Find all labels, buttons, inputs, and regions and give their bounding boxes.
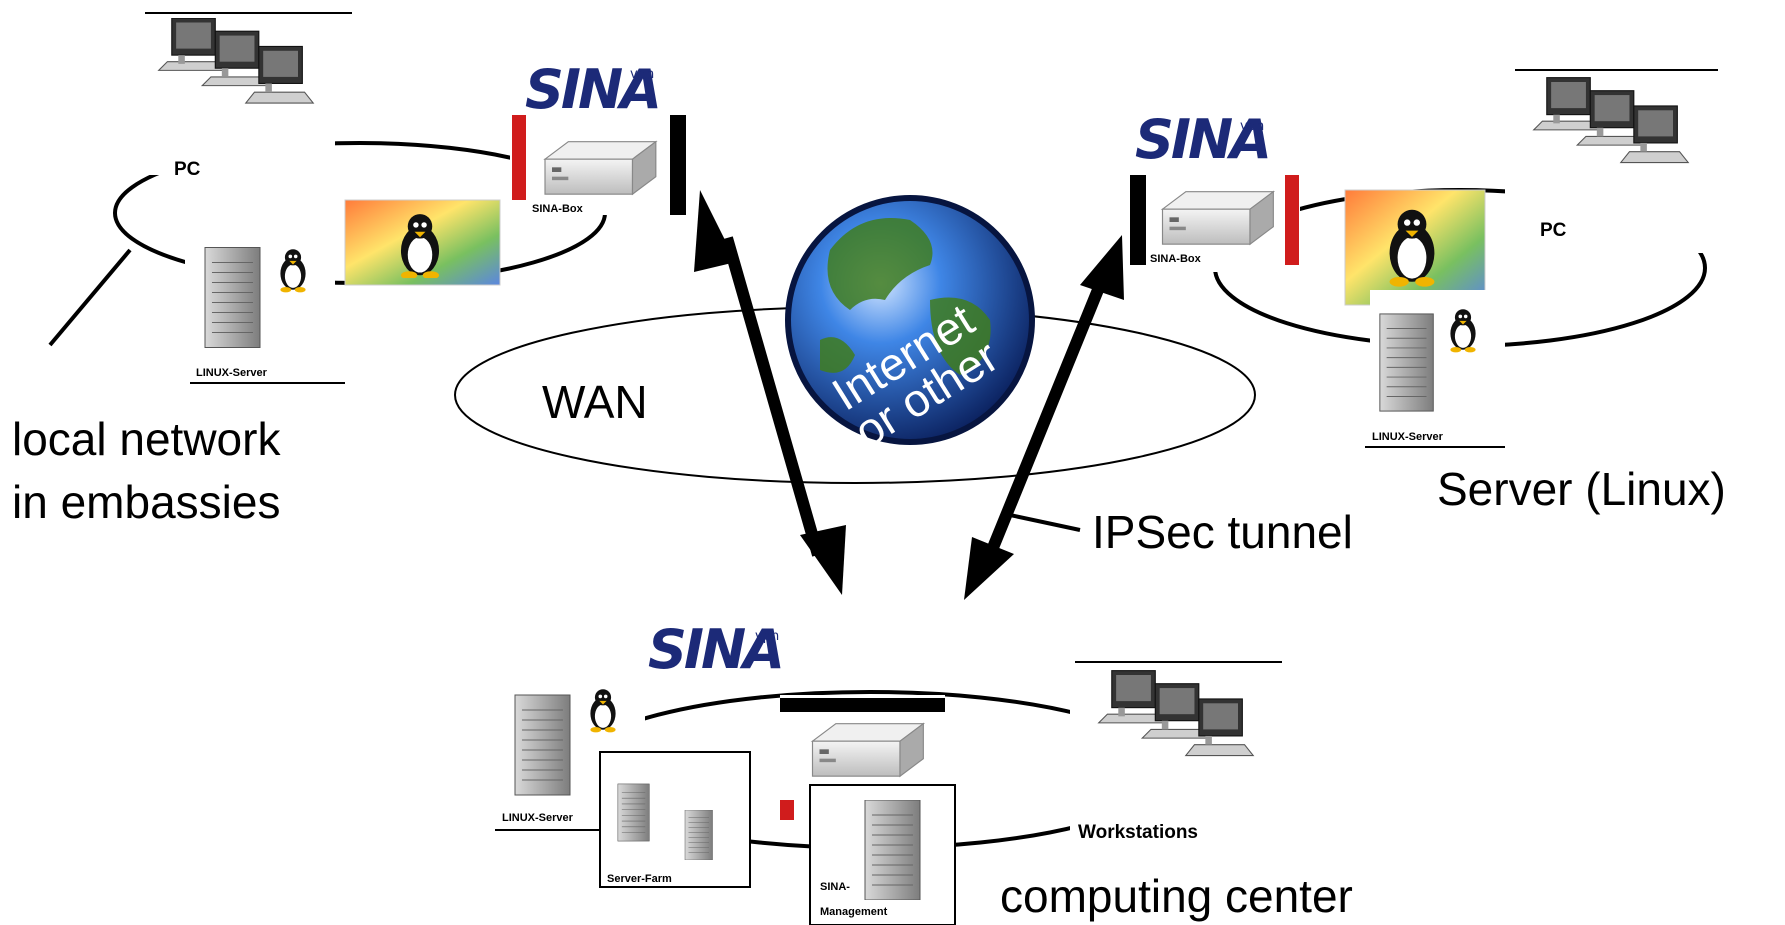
sina-management-icon <box>864 800 921 900</box>
sina-box-icon <box>544 141 657 195</box>
server-farm-label: Server-Farm <box>607 873 672 885</box>
arrowhead-right-bottom <box>964 537 1014 600</box>
sina-box-icon-bottom <box>811 723 924 777</box>
sina-vpn-label: vpn <box>630 67 654 82</box>
sina-vpn-label-bottom: vpn <box>755 629 779 644</box>
red-bar-right <box>1285 175 1299 265</box>
ipsec-label: IPSec tunnel <box>1092 506 1353 558</box>
left-embassy-network: PC LINUX-Server SINA vpn SINA-Box local … <box>12 5 686 528</box>
pc-label-right: PC <box>1540 220 1567 241</box>
server-linux-label: Server (Linux) <box>1437 463 1726 515</box>
linux-server-label-right: LINUX-Server <box>1372 431 1444 443</box>
black-bar-bottom <box>780 698 945 712</box>
red-bar-bottom <box>780 800 794 820</box>
local-network-label-2: in embassies <box>12 476 280 528</box>
wan-label: WAN <box>542 376 648 428</box>
server-tower-icon <box>204 246 261 349</box>
server-farm-icon-1 <box>617 783 650 842</box>
sina-vpn-label-right: vpn <box>1240 119 1264 134</box>
sina-management-label-1: SINA- <box>820 881 850 893</box>
pc-label: PC <box>174 159 201 180</box>
local-network-label-1: local network <box>12 413 281 465</box>
computing-center: SINA vpn LINUX-Server Server-Farm SINA- … <box>495 618 1353 925</box>
workstations-label: Workstations <box>1078 822 1198 843</box>
ipsec-tunnels: IPSec tunnel <box>694 190 1353 600</box>
black-bar-right <box>1130 175 1146 265</box>
pc-cover <box>125 5 335 175</box>
server-tower-icon-right <box>1379 313 1434 412</box>
tunnel-left-arrow <box>721 236 824 557</box>
left-lan-pointer <box>48 248 132 347</box>
computing-center-label: computing center <box>1000 870 1353 922</box>
sina-box-label: SINA-Box <box>532 203 584 215</box>
server-farm-icon-2 <box>684 810 713 860</box>
arrowhead-left-top <box>694 190 736 272</box>
right-network: SINA vpn SINA-Box LINUX-Server PC Server… <box>1130 68 1726 515</box>
arrowhead-right-top <box>1080 235 1124 300</box>
tunnel-right-arrow <box>984 277 1108 558</box>
sina-box-label-right: SINA-Box <box>1150 253 1202 265</box>
sina-logo-right: SINA <box>1135 108 1269 171</box>
arrowhead-left-bottom <box>800 525 846 595</box>
black-bar <box>670 115 686 215</box>
linux-server-label: LINUX-Server <box>196 367 268 379</box>
globe-land <box>820 218 991 375</box>
linux-server-label-bottom: LINUX-Server <box>502 812 574 824</box>
server-tower-icon-bottom <box>514 694 571 796</box>
sina-logo-bottom: SINA <box>648 618 782 681</box>
sina-box-icon-right <box>1161 191 1274 245</box>
sina-management-label-2: Management <box>820 906 888 918</box>
ipsec-pointer <box>1009 513 1081 532</box>
internet-globe: Internet or other <box>785 195 1035 458</box>
sina-logo: SINA <box>525 58 659 121</box>
red-bar <box>512 115 526 200</box>
